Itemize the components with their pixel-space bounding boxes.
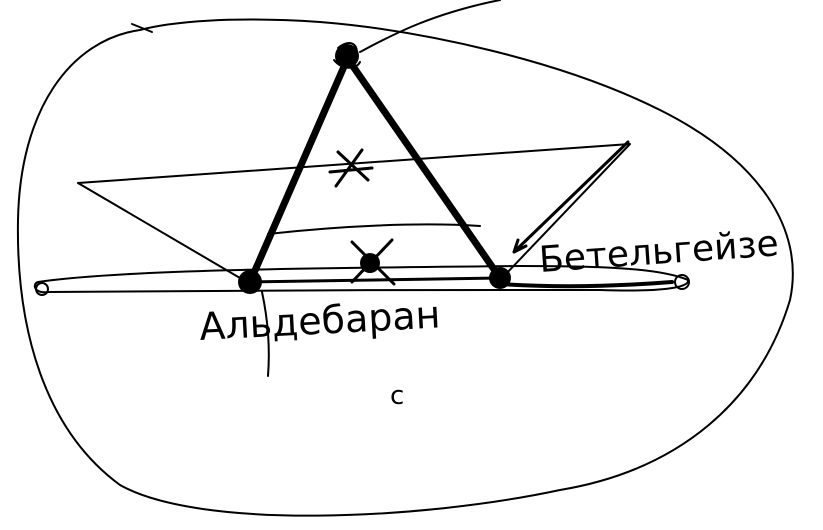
right-star-dot	[489, 267, 511, 289]
betelgeuse-label: Бетельгейзе	[538, 223, 780, 281]
middle-star-cross	[352, 240, 394, 284]
left-star-dot	[238, 270, 262, 294]
bold-triangle-right-side	[350, 62, 500, 278]
inner-crossbar	[268, 224, 480, 234]
bold-triangle-base	[250, 278, 500, 282]
aldebaran-label: Альдебаран	[198, 292, 441, 349]
exit-line	[360, 0, 500, 52]
band-thick-segment	[500, 282, 672, 286]
band-left-end	[36, 283, 48, 295]
bottom-letter: с	[390, 381, 404, 411]
center-cross	[330, 150, 372, 186]
